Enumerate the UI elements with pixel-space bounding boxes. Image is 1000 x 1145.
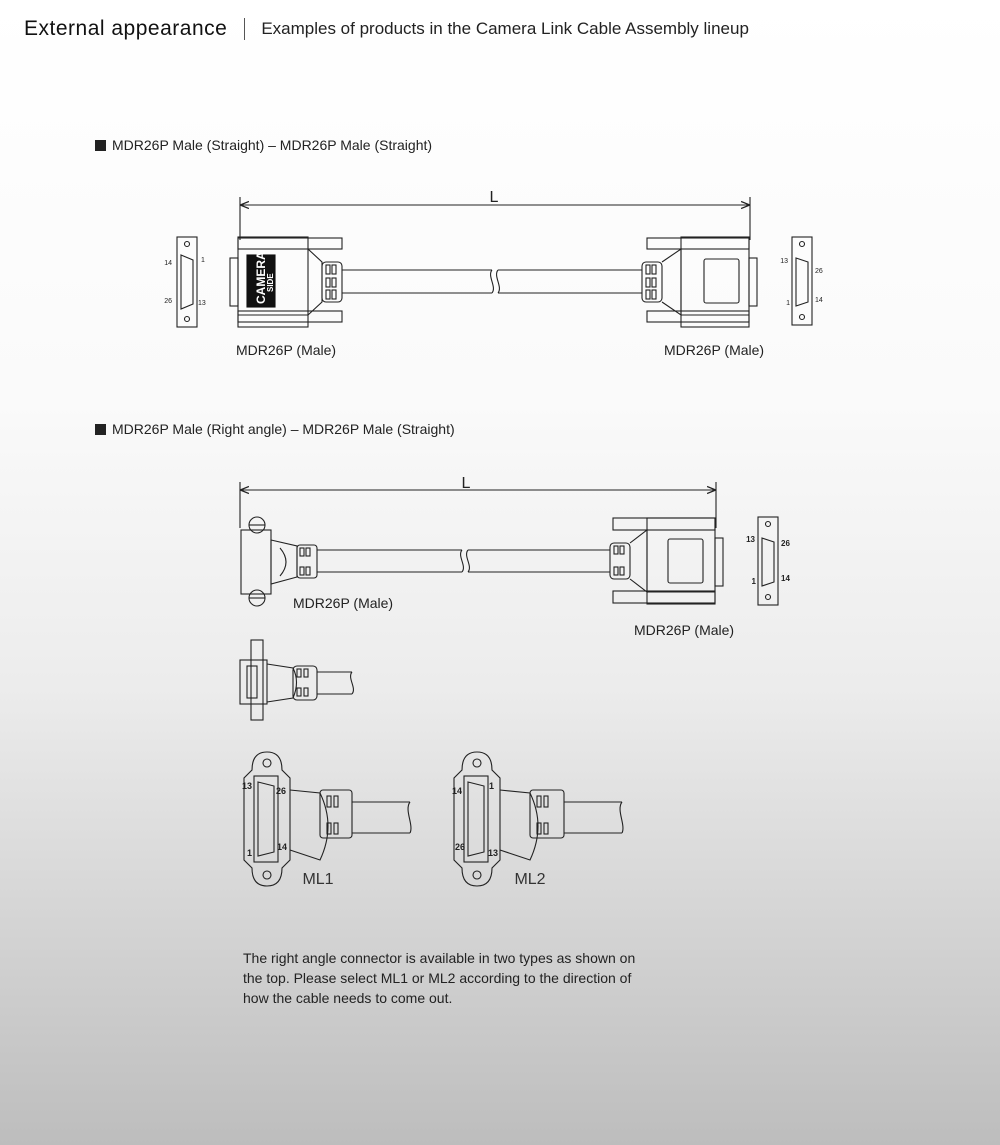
ml1-label: ML1 bbox=[302, 871, 333, 888]
s1-cable bbox=[342, 269, 642, 294]
s1-left-connector bbox=[229, 236, 343, 328]
page-subtitle: Examples of products in the Camera Link … bbox=[261, 19, 749, 38]
s1-left-connector-label: MDR26P (Male) bbox=[236, 342, 337, 358]
section1-heading: MDR26P Male (Straight) – MDR26P Male (St… bbox=[95, 137, 432, 153]
pin-label: 14 bbox=[277, 842, 287, 852]
ml2-label: ML2 bbox=[514, 871, 545, 888]
s2-left-connector-label: MDR26P (Male) bbox=[293, 595, 394, 611]
square-bullet-icon bbox=[95, 423, 106, 435]
side-text: SIDE bbox=[266, 273, 275, 292]
s1-left-faceplate bbox=[176, 236, 198, 328]
section2-heading: MDR26P Male (Right angle) – MDR26P Male … bbox=[95, 421, 455, 437]
pin-label: 13 bbox=[780, 258, 788, 265]
s2-right-connector bbox=[609, 517, 724, 605]
pin-label: 1 bbox=[752, 577, 757, 586]
page-header: External appearance Examples of products… bbox=[24, 14, 749, 44]
square-bullet-icon bbox=[95, 139, 106, 151]
camera-text: CAMERA bbox=[254, 251, 268, 304]
pin-label: 26 bbox=[276, 786, 286, 796]
pin-label: 1 bbox=[247, 848, 252, 858]
pin-label: 26 bbox=[164, 298, 172, 305]
section1-heading-text: MDR26P Male (Straight) – MDR26P Male (St… bbox=[112, 137, 433, 153]
pin-label: 26 bbox=[455, 842, 465, 852]
page-title: External appearance bbox=[24, 17, 228, 40]
s1-dimension-line bbox=[239, 197, 751, 240]
pin-label: 14 bbox=[781, 574, 790, 583]
pin-label: 14 bbox=[815, 297, 823, 304]
s2-right-faceplate bbox=[757, 516, 779, 606]
pin-label: 26 bbox=[781, 539, 790, 548]
s2-length-label: L bbox=[462, 475, 471, 492]
pin-label: 1 bbox=[786, 300, 790, 307]
pin-label: 13 bbox=[746, 535, 755, 544]
s1-length-label: L bbox=[490, 189, 499, 206]
pin-label: 14 bbox=[164, 260, 172, 267]
ml2-connector bbox=[453, 751, 624, 887]
pin-label: 1 bbox=[201, 257, 205, 264]
camera-side-badge bbox=[246, 254, 276, 308]
s2-right-angle-connector bbox=[240, 516, 318, 607]
pin-label: 13 bbox=[242, 781, 252, 791]
pin-label: 13 bbox=[198, 300, 206, 307]
s2-cable bbox=[317, 549, 610, 573]
pin-label: 14 bbox=[452, 786, 462, 796]
pin-label: 1 bbox=[489, 781, 494, 791]
right-angle-top-view bbox=[239, 639, 354, 721]
s2-dimension-line bbox=[239, 482, 717, 528]
header-divider bbox=[244, 18, 246, 40]
s1-right-connector-label: MDR26P (Male) bbox=[664, 342, 765, 358]
selection-note: The right angle connector is available i… bbox=[243, 950, 636, 1006]
s2-right-connector-label: MDR26P (Male) bbox=[634, 622, 735, 638]
s1-right-faceplate bbox=[791, 236, 813, 326]
s1-right-connector bbox=[641, 236, 758, 328]
pin-label: 26 bbox=[815, 268, 823, 275]
ml1-connector bbox=[243, 751, 412, 887]
pin-label: 13 bbox=[488, 848, 498, 858]
section2-heading-text: MDR26P Male (Right angle) – MDR26P Male … bbox=[112, 421, 455, 437]
